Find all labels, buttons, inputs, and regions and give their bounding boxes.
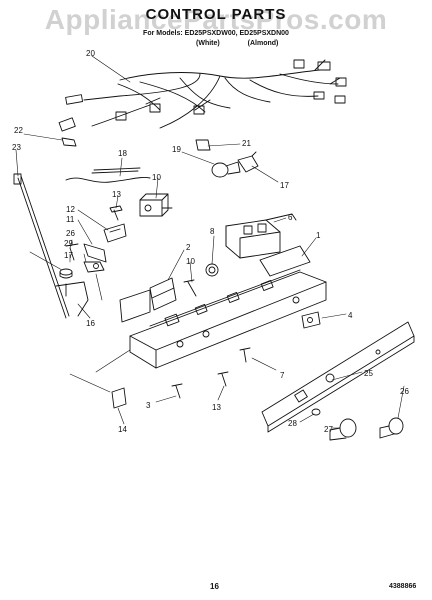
- part-6-thermostat: [225, 213, 297, 259]
- part-14-clip: [111, 387, 127, 409]
- callout-15: 16: [86, 319, 95, 328]
- part-17-socket: [237, 151, 259, 173]
- part-22-clip: [61, 137, 77, 147]
- part-10-screw: [183, 279, 197, 297]
- callout-4: 4: [348, 311, 353, 320]
- callout-25: 25: [364, 369, 373, 378]
- callout-21: 21: [242, 139, 251, 148]
- callout-2: 2: [186, 243, 191, 252]
- part-21-clip: [195, 139, 211, 151]
- callout-7: 7: [280, 371, 285, 380]
- part-19-bulb: [211, 161, 241, 178]
- callout-9: 10: [152, 173, 161, 182]
- part-12-bracket: [103, 223, 127, 243]
- callout-10: 10: [186, 257, 195, 266]
- part-11-bracket: [83, 243, 107, 263]
- callout-28: 28: [288, 419, 297, 428]
- callout-27: 27: [324, 425, 333, 434]
- callout-24: 26: [66, 229, 75, 238]
- part-29: [65, 243, 79, 261]
- page-title: CONTROL PARTS: [145, 6, 287, 23]
- callout-12: 12: [66, 205, 75, 214]
- callout-29: 29: [64, 239, 73, 248]
- callout-6: 6: [288, 213, 293, 222]
- part-8-grommet: [205, 263, 219, 277]
- callout-11: 11: [66, 215, 75, 224]
- part-9-switch: [139, 193, 173, 217]
- callout-13-lower: 13: [212, 403, 221, 412]
- part-16: [83, 261, 105, 273]
- callout-26: 26: [400, 387, 409, 396]
- callout-22: 22: [14, 126, 23, 135]
- leader-lines: [15, 55, 405, 429]
- callout-19: 19: [172, 145, 181, 154]
- part-25-control-panel: [261, 321, 415, 433]
- model-subtitle: For Models: ED25PSXDW00, ED25PSXDN00: [143, 30, 289, 37]
- wiring-harness: [58, 59, 347, 132]
- watermark: AppliancePartsPros.com: [44, 4, 388, 35]
- callout-3: 3: [146, 401, 151, 410]
- variant-white: (White): [196, 40, 220, 47]
- part-4-clip: [301, 311, 321, 329]
- page-number: 16: [210, 582, 219, 591]
- callout-16: 17: [64, 251, 73, 260]
- callout-8: 8: [210, 227, 215, 236]
- part-13-screw-lower: [217, 371, 229, 387]
- callout-1: 1: [316, 231, 321, 240]
- part-2-bracket: [149, 277, 177, 311]
- callout-23: 23: [12, 143, 21, 152]
- callout-14: 14: [118, 425, 127, 434]
- part-28-washer: [311, 408, 321, 416]
- callout-18: 18: [118, 149, 127, 158]
- callout-17: 17: [280, 181, 289, 190]
- part-26-knob: [379, 417, 404, 439]
- part-18-tube: [65, 167, 151, 183]
- part-1-control-housing: [119, 245, 327, 369]
- part-27-knob: [329, 418, 357, 441]
- part-7-screw: [239, 347, 251, 363]
- color-variants: (White) (Almond): [196, 40, 304, 47]
- document-id: 4388866: [389, 583, 417, 590]
- title-block: CONTROL PARTS: [0, 6, 432, 23]
- callout-20: 20: [86, 49, 95, 58]
- part-3-screw: [171, 383, 183, 399]
- variant-almond: (Almond): [247, 40, 279, 47]
- part-23-rod: [13, 173, 70, 319]
- part-13-screw-top: [109, 205, 123, 221]
- callout-labels: 20 22 23 18 19 21 17 10 13 12 11 6 1 8 2…: [12, 49, 409, 434]
- part-15-lever: [55, 281, 89, 317]
- part-24: [59, 268, 73, 279]
- callout-13-top: 13: [112, 190, 121, 199]
